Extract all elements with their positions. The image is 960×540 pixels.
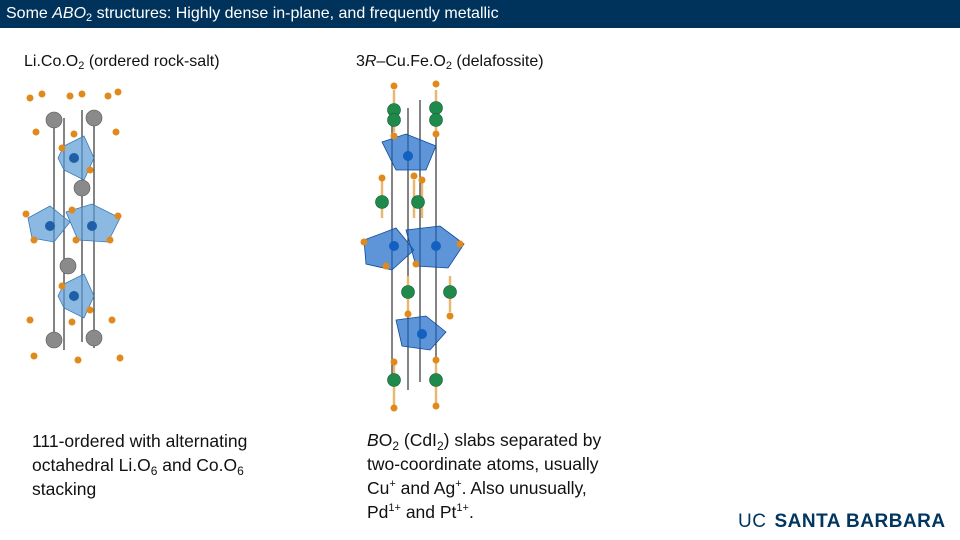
lithium-atoms bbox=[45, 109, 103, 349]
oxygen-atoms bbox=[22, 88, 124, 364]
licoo2-description: 111-ordered with alternating octahedral … bbox=[32, 431, 248, 499]
oxygen-atoms bbox=[360, 80, 464, 412]
coo6-octahedra bbox=[27, 135, 121, 319]
slide-title: Some ABO2 structures: Highly dense in-pl… bbox=[0, 0, 960, 28]
licoo2-label: Li.Co.O2 (ordered rock-salt) bbox=[24, 53, 220, 72]
cufeo2-description: BO2 (CdI2) slabs separated by two-coordi… bbox=[367, 430, 602, 522]
cobalt-atoms bbox=[45, 153, 97, 301]
iron-atoms bbox=[389, 151, 441, 339]
cufeo2-structure bbox=[360, 80, 465, 412]
cufeo2-label: 3R–Cu.Fe.O2 (delafossite) bbox=[356, 53, 544, 72]
licoo2-structure bbox=[22, 88, 124, 364]
copper-atoms bbox=[375, 101, 457, 387]
